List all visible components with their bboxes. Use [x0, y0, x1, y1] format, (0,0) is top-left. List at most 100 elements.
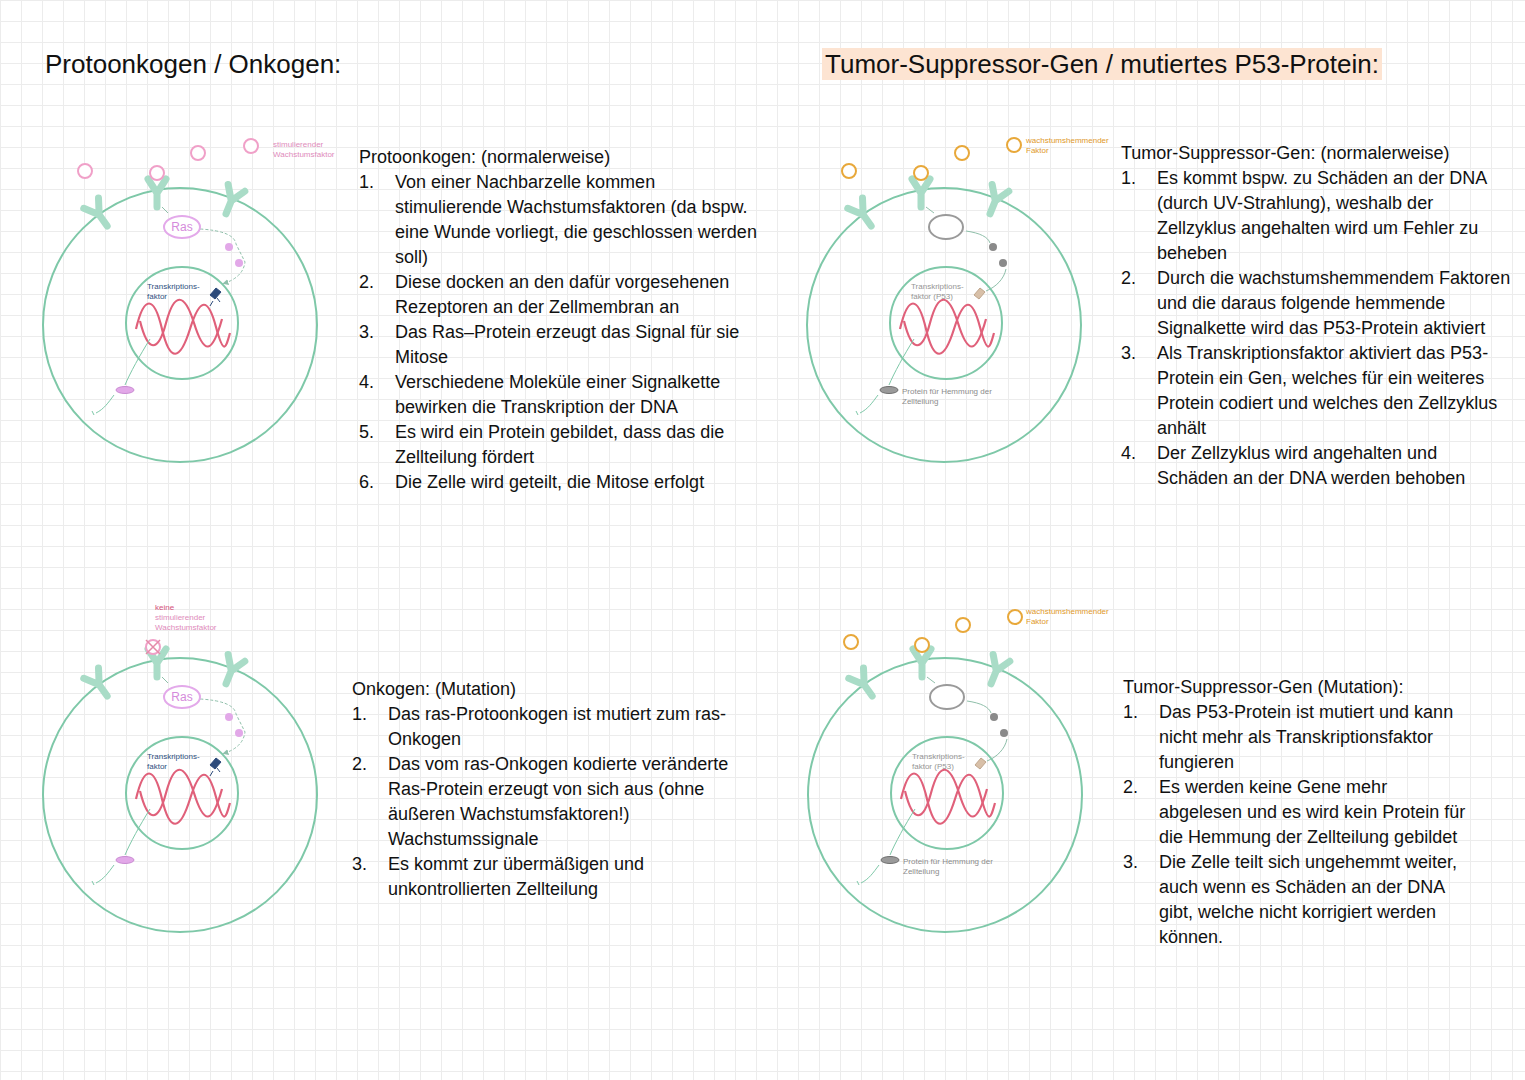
- nucleus: Transkriptions- faktor (P53): [890, 736, 1004, 850]
- transcription-factor-label: Transkriptions- faktor (P53): [912, 752, 976, 772]
- factor-label: stimulierender Wachstumsfaktor: [273, 140, 345, 160]
- step-text: Das Ras–Protein erzeugt das Signal für s…: [395, 320, 759, 370]
- signal-molecule: [225, 243, 233, 251]
- step-number: 3.: [1121, 341, 1157, 441]
- step-list: Protoonkogen: (normalerweise)1.Von einer…: [359, 145, 759, 495]
- growth-factor: [244, 139, 258, 153]
- step-text: Das P53-Protein ist mutiert und kann nic…: [1159, 700, 1468, 775]
- signal-molecule: [235, 729, 243, 737]
- step-text: Es kommt zur übermäßigen und unkontrolli…: [388, 852, 757, 902]
- step-number: 3.: [359, 320, 395, 370]
- signal-arrow: [162, 207, 168, 213]
- step-number: 3.: [1123, 850, 1159, 950]
- signal-molecule: [989, 243, 997, 251]
- receptor: [84, 668, 115, 701]
- list-item: 3.Das Ras–Protein erzeugt das Signal für…: [359, 320, 759, 370]
- protein-label: Protein für Hemmung der Zellteilung: [902, 387, 1002, 407]
- cross-mark: [146, 640, 160, 654]
- heading: Tumor-Suppressor-Gen / mutiertes P53-Pro…: [822, 48, 1382, 80]
- list-item: 2.Es werden keine Gene mehr abgelesen un…: [1123, 775, 1468, 850]
- protein-name: Ras: [171, 220, 192, 234]
- step-number: 4.: [1121, 441, 1157, 491]
- factor-label: keine: [155, 603, 215, 613]
- step-text: Verschiedene Moleküle einer Signalkette …: [395, 370, 759, 420]
- step-text: Das ras-Protoonkogen ist mutiert zum ras…: [388, 702, 757, 752]
- inhibiting-factor: [1007, 138, 1021, 152]
- step-number: 6.: [359, 470, 395, 495]
- missing-growth-factor: [146, 640, 160, 654]
- list-item: 3.Als Transkriptionsfaktor aktiviert das…: [1121, 341, 1513, 441]
- signal-arrow: [987, 739, 1007, 761]
- step-number: 1.: [1121, 166, 1157, 266]
- inhibiting-factor: [956, 618, 970, 632]
- dna: [136, 300, 230, 354]
- signal-arrow: [926, 207, 934, 213]
- signal-protein: [930, 685, 964, 709]
- protein-label: Protein für Hemmung der Zellteilung: [903, 857, 1003, 877]
- step-number: 3.: [352, 852, 388, 902]
- step-text: Es werden keine Gene mehr abgelesen und …: [1159, 775, 1468, 850]
- list-item: 1.Das ras-Protoonkogen ist mutiert zum r…: [352, 702, 757, 752]
- signal-arrow: [162, 677, 168, 683]
- factor-label: stimulierender Wachstumsfaktor: [155, 613, 227, 633]
- signal-connector: [200, 229, 245, 284]
- list-item: 3.Die Zelle teilt sich ungehemmt weiter,…: [1123, 850, 1468, 950]
- expression-line: [890, 809, 915, 855]
- transcription-factor-label: Transkriptions- faktor (P53): [911, 282, 975, 302]
- signal-molecule: [990, 713, 998, 721]
- list-item: 4.Der Zellzyklus wird angehalten und Sch…: [1121, 441, 1513, 491]
- receptor: [848, 198, 879, 231]
- list-heading: Onkogen: (Mutation): [352, 677, 757, 702]
- factor-label: wachstumshemmender Faktor: [1026, 136, 1122, 156]
- transcription-factor-icon: [975, 758, 986, 769]
- expression-line: [857, 865, 879, 885]
- list-item: 4.Verschiedene Moleküle einer Signalkett…: [359, 370, 759, 420]
- step-number: 1.: [1123, 700, 1159, 775]
- nucleus: Transkriptions- faktor: [125, 266, 239, 380]
- list-item: 1.Das P53-Protein ist mutiert und kann n…: [1123, 700, 1468, 775]
- cell-protooncogene: [43, 139, 317, 462]
- signal-connector: [200, 699, 245, 754]
- growth-factor: [191, 146, 205, 160]
- list-item: 5.Es wird ein Protein gebildet, dass das…: [359, 420, 759, 470]
- list-heading: Tumor-Suppressor-Gen: (normalerweise): [1121, 141, 1513, 166]
- growth-factor: [150, 166, 164, 180]
- list-heading: Protoonkogen: (normalerweise): [359, 145, 759, 170]
- list-item: 2.Diese docken an den dafür vorgesehenen…: [359, 270, 759, 320]
- signal-arrow: [927, 677, 935, 683]
- signal-molecule: [999, 259, 1007, 267]
- list-item: 2.Durch die wachstumshemmendem Faktoren …: [1121, 266, 1513, 341]
- cell-membrane: [807, 188, 1081, 462]
- receptor: [982, 185, 1009, 218]
- expression-line: [889, 339, 914, 385]
- inhibiting-factor: [955, 146, 969, 160]
- step-list: Onkogen: (Mutation)1.Das ras-Protoonkoge…: [352, 677, 757, 902]
- signal-arrow: [986, 269, 1006, 291]
- protein: [116, 857, 134, 864]
- inhibiting-factor: [842, 164, 856, 178]
- signal-molecule: [235, 259, 243, 267]
- cell-oncogene: [43, 640, 317, 932]
- nucleus: Transkriptions- faktor (P53): [889, 266, 1003, 380]
- signal-protein: [929, 215, 963, 239]
- expression-line: [125, 809, 150, 855]
- step-text: Es wird ein Protein gebildet, dass das d…: [395, 420, 759, 470]
- step-number: 4.: [359, 370, 395, 420]
- list-item: 2.Das vom ras-Onkogen kodierte verändert…: [352, 752, 757, 852]
- dna: [901, 770, 995, 824]
- expression-line: [92, 395, 114, 415]
- expression-line: [125, 339, 150, 385]
- receptor: [912, 179, 930, 207]
- step-list: Tumor-Suppressor-Gen (Mutation):1.Das P5…: [1123, 675, 1468, 950]
- cell-tumor-suppressor: [807, 138, 1081, 462]
- dna: [900, 300, 994, 354]
- factor-label: wachstumshemmender Faktor: [1026, 607, 1122, 627]
- protein: [116, 387, 134, 394]
- receptor: [983, 655, 1010, 688]
- list-item: 3.Es kommt zur übermäßigen und unkontrol…: [352, 852, 757, 902]
- protein: [880, 387, 898, 394]
- expression-line: [92, 865, 114, 885]
- inhibiting-factor: [1008, 610, 1022, 624]
- receptor: [148, 179, 166, 207]
